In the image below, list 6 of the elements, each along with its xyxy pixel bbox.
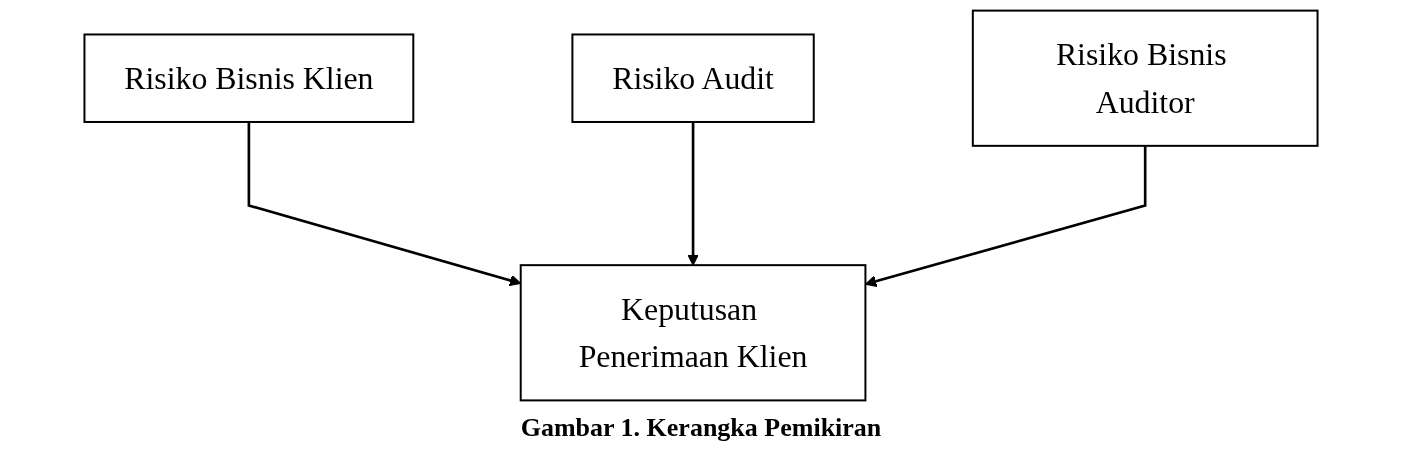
- arrow: [687, 121, 699, 266]
- figure-caption: Gambar 1. Kerangka Pemikiran: [520, 412, 882, 444]
- node-box: Risiko Bisnis Klien: [83, 33, 415, 123]
- node-box: Keputusan Penerimaan Klien: [519, 264, 867, 402]
- node-box: Risiko Bisnis Auditor: [971, 9, 1319, 147]
- node-box: Risiko Audit: [571, 33, 815, 123]
